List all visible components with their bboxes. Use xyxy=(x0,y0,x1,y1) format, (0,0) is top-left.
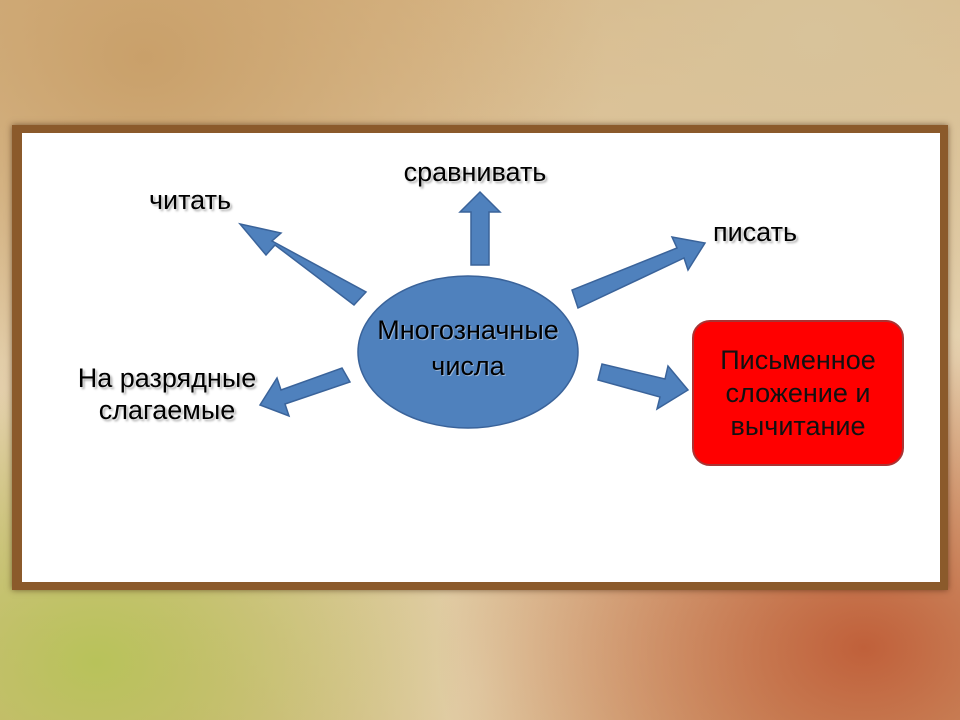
arrow-up-right xyxy=(571,236,707,310)
node-written-line1: Письменное xyxy=(720,344,876,375)
node-written-line3: вычитание xyxy=(730,410,866,441)
node-read: читать xyxy=(148,185,232,215)
node-compare: сравнивать xyxy=(403,157,547,187)
arrow-right xyxy=(597,363,690,411)
node-decompose-line2: слагаемые xyxy=(98,395,236,425)
node-write: писать xyxy=(712,217,798,247)
center-node-label: Многозначные числа xyxy=(358,312,578,392)
center-label-line1: Многозначные xyxy=(377,315,559,345)
node-decompose: На разрядные слагаемые xyxy=(50,362,284,426)
node-written-line2: сложение и xyxy=(725,377,871,408)
arrow-left xyxy=(258,367,352,418)
node-decompose-line1: На разрядные xyxy=(77,363,257,393)
arrow-up xyxy=(458,190,502,266)
center-ellipse xyxy=(357,275,579,429)
node-written-operations: Письменное сложение и вычитание xyxy=(692,320,904,466)
center-label-line2: числа xyxy=(431,351,505,381)
arrow-up-left xyxy=(238,222,368,307)
